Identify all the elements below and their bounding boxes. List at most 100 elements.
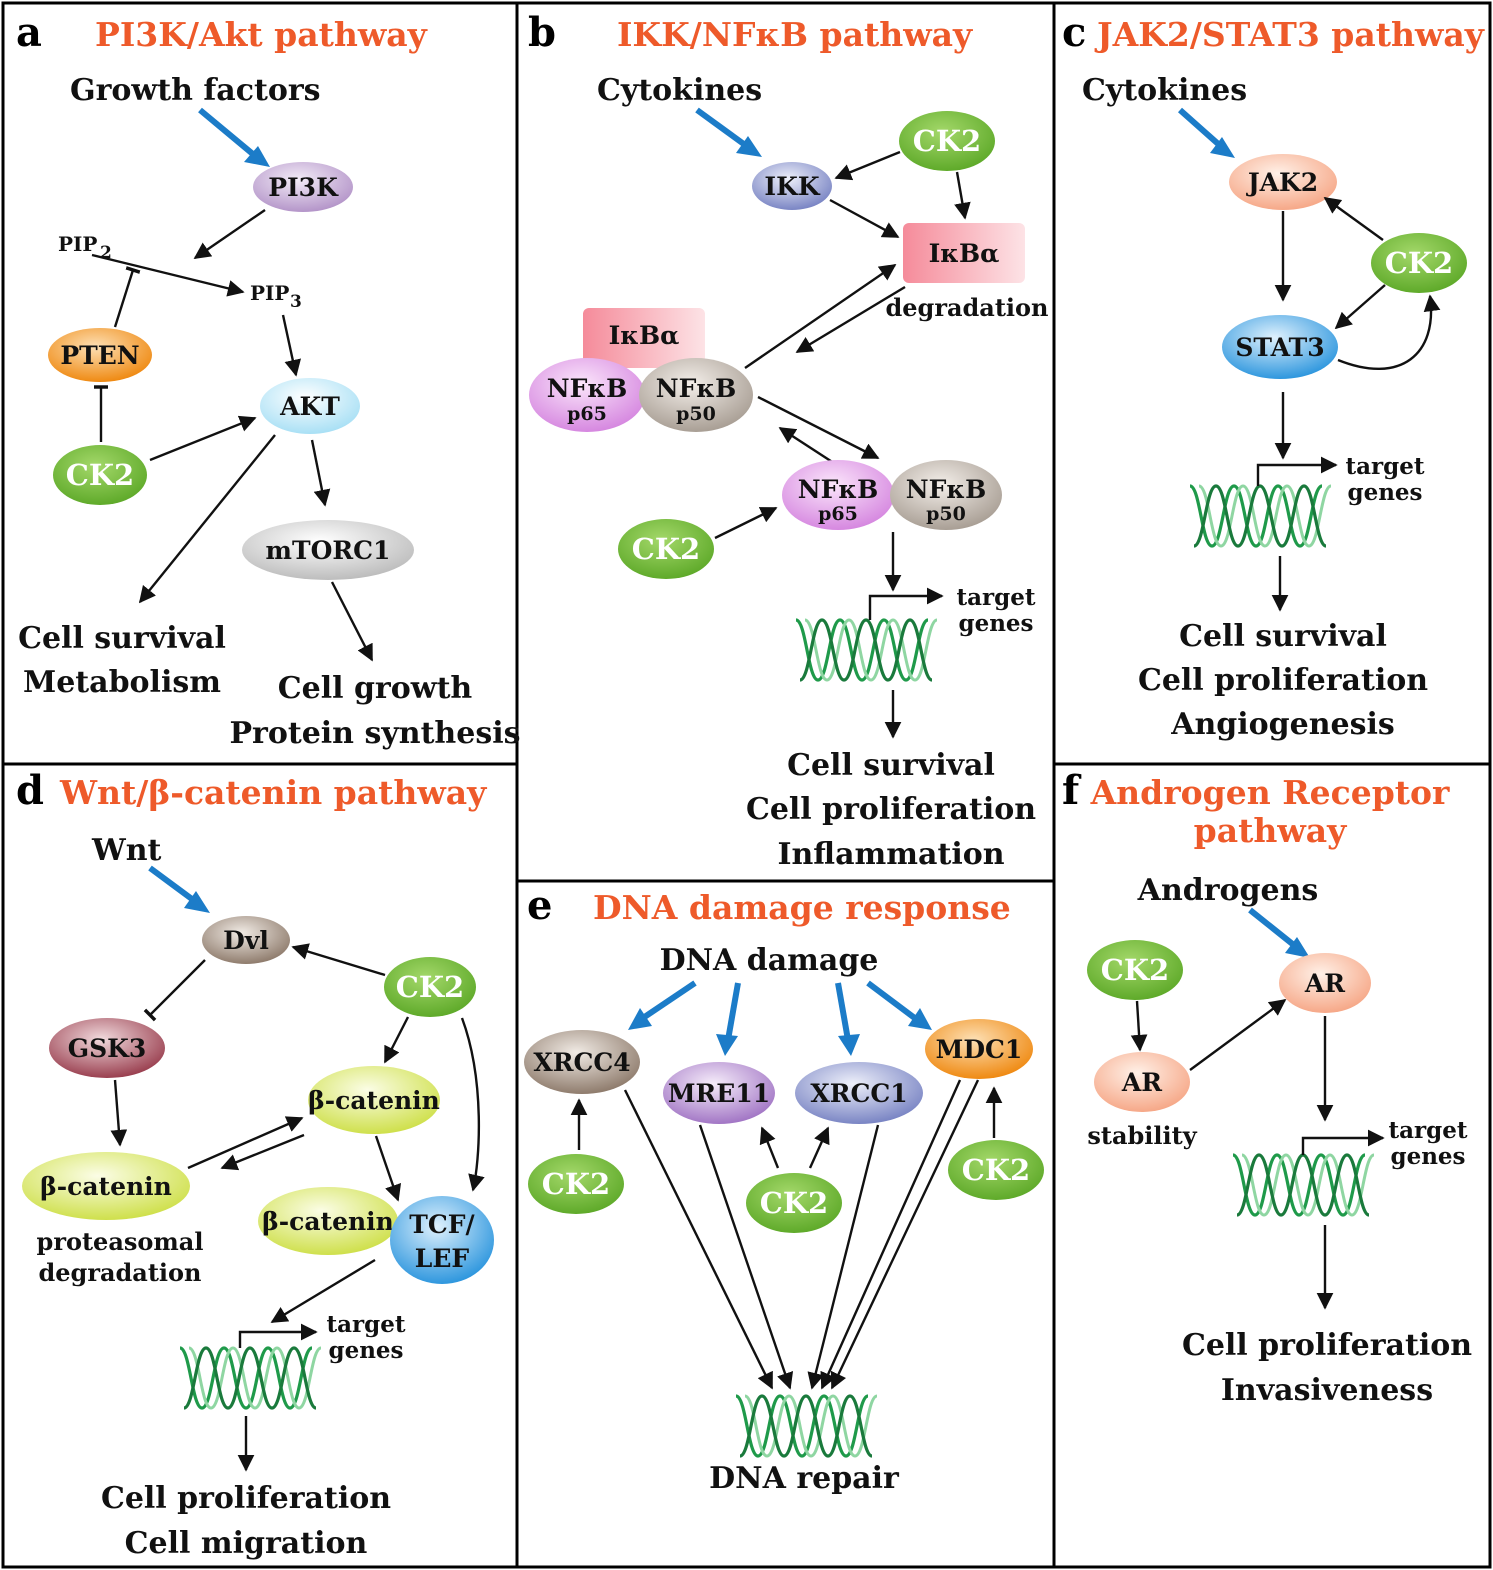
beta-catenin-top-node: β-catenin (308, 1066, 440, 1134)
panel-b-input: Cytokines (597, 73, 762, 108)
svg-text:CK2: CK2 (962, 1153, 1030, 1187)
target-genes-d-2: genes (328, 1337, 403, 1364)
svg-text:NFκB: NFκB (798, 475, 878, 504)
outcome-c-2: Cell proliferation (1138, 663, 1428, 698)
svg-text:CK2: CK2 (1385, 246, 1453, 280)
svg-text:AR: AR (1121, 1068, 1162, 1097)
svg-text:JAK2: JAK2 (1246, 168, 1318, 197)
svg-text:IκBα: IκBα (929, 239, 1000, 268)
pip2-label: PIP (58, 232, 97, 256)
ck2-node-c: CK2 (1371, 233, 1467, 293)
panel-c-input: Cytokines (1082, 73, 1247, 108)
svg-text:CK2: CK2 (913, 124, 981, 158)
proteasomal-label: proteasomal (37, 1227, 204, 1256)
ck2-node-b-top: CK2 (899, 111, 995, 171)
degradation-label-d: degradation (38, 1258, 201, 1287)
beta-catenin-left-node: β-catenin (22, 1152, 190, 1220)
panel-c-letter: c (1062, 9, 1086, 56)
svg-text:GSK3: GSK3 (68, 1034, 147, 1063)
panel-a-input: Growth factors (70, 73, 321, 108)
dvl-node: Dvl (202, 916, 290, 964)
panel-c: c JAK2/STAT3 pathway Cytokines JAK2 CK2 … (1062, 9, 1485, 742)
svg-text:β-catenin: β-catenin (262, 1207, 394, 1236)
target-genes-f-1: target (1389, 1117, 1468, 1144)
dna-damage-arrowheads (628, 1008, 932, 1056)
ar-left-node: AR (1094, 1052, 1190, 1112)
svg-text:AKT: AKT (279, 392, 340, 421)
dna-helix-b (794, 618, 939, 682)
panel-b-title: IKK/NFκB pathway (617, 15, 973, 54)
outcome-f-2: Invasiveness (1221, 1373, 1433, 1408)
dna-helix-e (734, 1394, 879, 1458)
outcome-b-3: Inflammation (777, 837, 1004, 872)
svg-text:NFκB: NFκB (906, 475, 986, 504)
panel-a: a PI3K/Akt pathway Growth factors PI3K P… (16, 9, 521, 751)
svg-text:p50: p50 (676, 403, 716, 425)
svg-text:PI3K: PI3K (268, 173, 339, 202)
ck2-node-e-mid: CK2 (746, 1173, 842, 1233)
xrcc4-node: XRCC4 (524, 1030, 640, 1094)
dna-helix-f (1231, 1153, 1376, 1217)
svg-text:TCF/: TCF/ (409, 1210, 475, 1239)
panel-b-letter: b (528, 9, 556, 56)
target-genes-c-2: genes (1347, 479, 1422, 506)
svg-text:NFκB: NFκB (656, 374, 736, 403)
svg-text:mTORC1: mTORC1 (266, 536, 391, 565)
svg-text:p50: p50 (926, 503, 966, 525)
panel-f: f Androgen Receptor pathway Androgens CK… (1062, 767, 1472, 1408)
ikba-nfkb-complex: IκBα NFκB p65 NFκB p50 (529, 308, 753, 432)
svg-text:β-catenin: β-catenin (308, 1086, 440, 1115)
target-genes-b-2: genes (958, 610, 1033, 637)
nfkb-active-dimer: NFκB p65 NFκB p50 (782, 460, 1002, 530)
target-genes-b-1: target (957, 584, 1036, 611)
svg-text:PTEN: PTEN (60, 341, 139, 370)
pip3-subscript: 3 (290, 292, 302, 312)
svg-text:STAT3: STAT3 (1235, 333, 1324, 362)
outcome-protein-synthesis: Protein synthesis (229, 716, 520, 751)
pten-node: PTEN (48, 328, 152, 382)
akt-node: AKT (260, 378, 360, 434)
stability-label: stability (1087, 1121, 1197, 1150)
svg-text:CK2: CK2 (542, 1167, 610, 1201)
outcome-d-2: Cell migration (125, 1526, 368, 1561)
target-genes-c-1: target (1346, 453, 1425, 480)
panel-a-letter: a (16, 9, 42, 56)
mre11-node: MRE11 (663, 1062, 775, 1124)
ck2-node-e-right: CK2 (948, 1140, 1044, 1200)
stat3-node: STAT3 (1222, 315, 1338, 379)
panel-e-input: DNA damage (660, 943, 879, 978)
xrcc1-node: XRCC1 (795, 1062, 923, 1124)
pip2-subscript: 2 (100, 243, 112, 263)
dna-damage-arrows (638, 980, 922, 1041)
svg-text:IKK: IKK (764, 172, 820, 201)
outcome-f-1: Cell proliferation (1182, 1328, 1472, 1363)
outcome-e-1: DNA repair (709, 1461, 900, 1496)
svg-text:MDC1: MDC1 (936, 1035, 1023, 1064)
panel-c-title: JAK2/STAT3 pathway (1094, 15, 1485, 54)
ck2-node-d: CK2 (384, 957, 476, 1017)
ck2-node-a: CK2 (53, 445, 147, 505)
svg-text:IκBα: IκBα (609, 321, 680, 350)
dna-helix-d (178, 1346, 323, 1410)
ar-top-node: AR (1279, 953, 1371, 1013)
panel-a-title: PI3K/Akt pathway (95, 15, 428, 54)
outcome-metabolism: Metabolism (23, 665, 221, 700)
outcome-cell-growth: Cell growth (278, 671, 473, 706)
target-genes-f-2: genes (1390, 1143, 1465, 1170)
panel-f-title-2: pathway (1194, 811, 1347, 850)
svg-text:p65: p65 (818, 503, 858, 525)
panel-d-input: Wnt (91, 833, 162, 868)
pi3k-node: PI3K (253, 162, 353, 212)
panel-d-title: Wnt/β-catenin pathway (59, 773, 487, 812)
panel-e: e DNA damage response DNA damage XRCC4 M… (524, 882, 1044, 1496)
mtorc1-node: mTORC1 (242, 520, 414, 580)
dna-helix-c (1188, 484, 1333, 548)
outcome-cell-survival-a: Cell survival (18, 621, 226, 656)
svg-text:LEF: LEF (415, 1244, 470, 1273)
outcome-d-1: Cell proliferation (101, 1481, 391, 1516)
target-genes-d-1: target (327, 1311, 406, 1338)
ikk-node: IKK (752, 162, 832, 210)
degradation-label-b: degradation (885, 293, 1048, 322)
jak2-node: JAK2 (1229, 154, 1337, 210)
